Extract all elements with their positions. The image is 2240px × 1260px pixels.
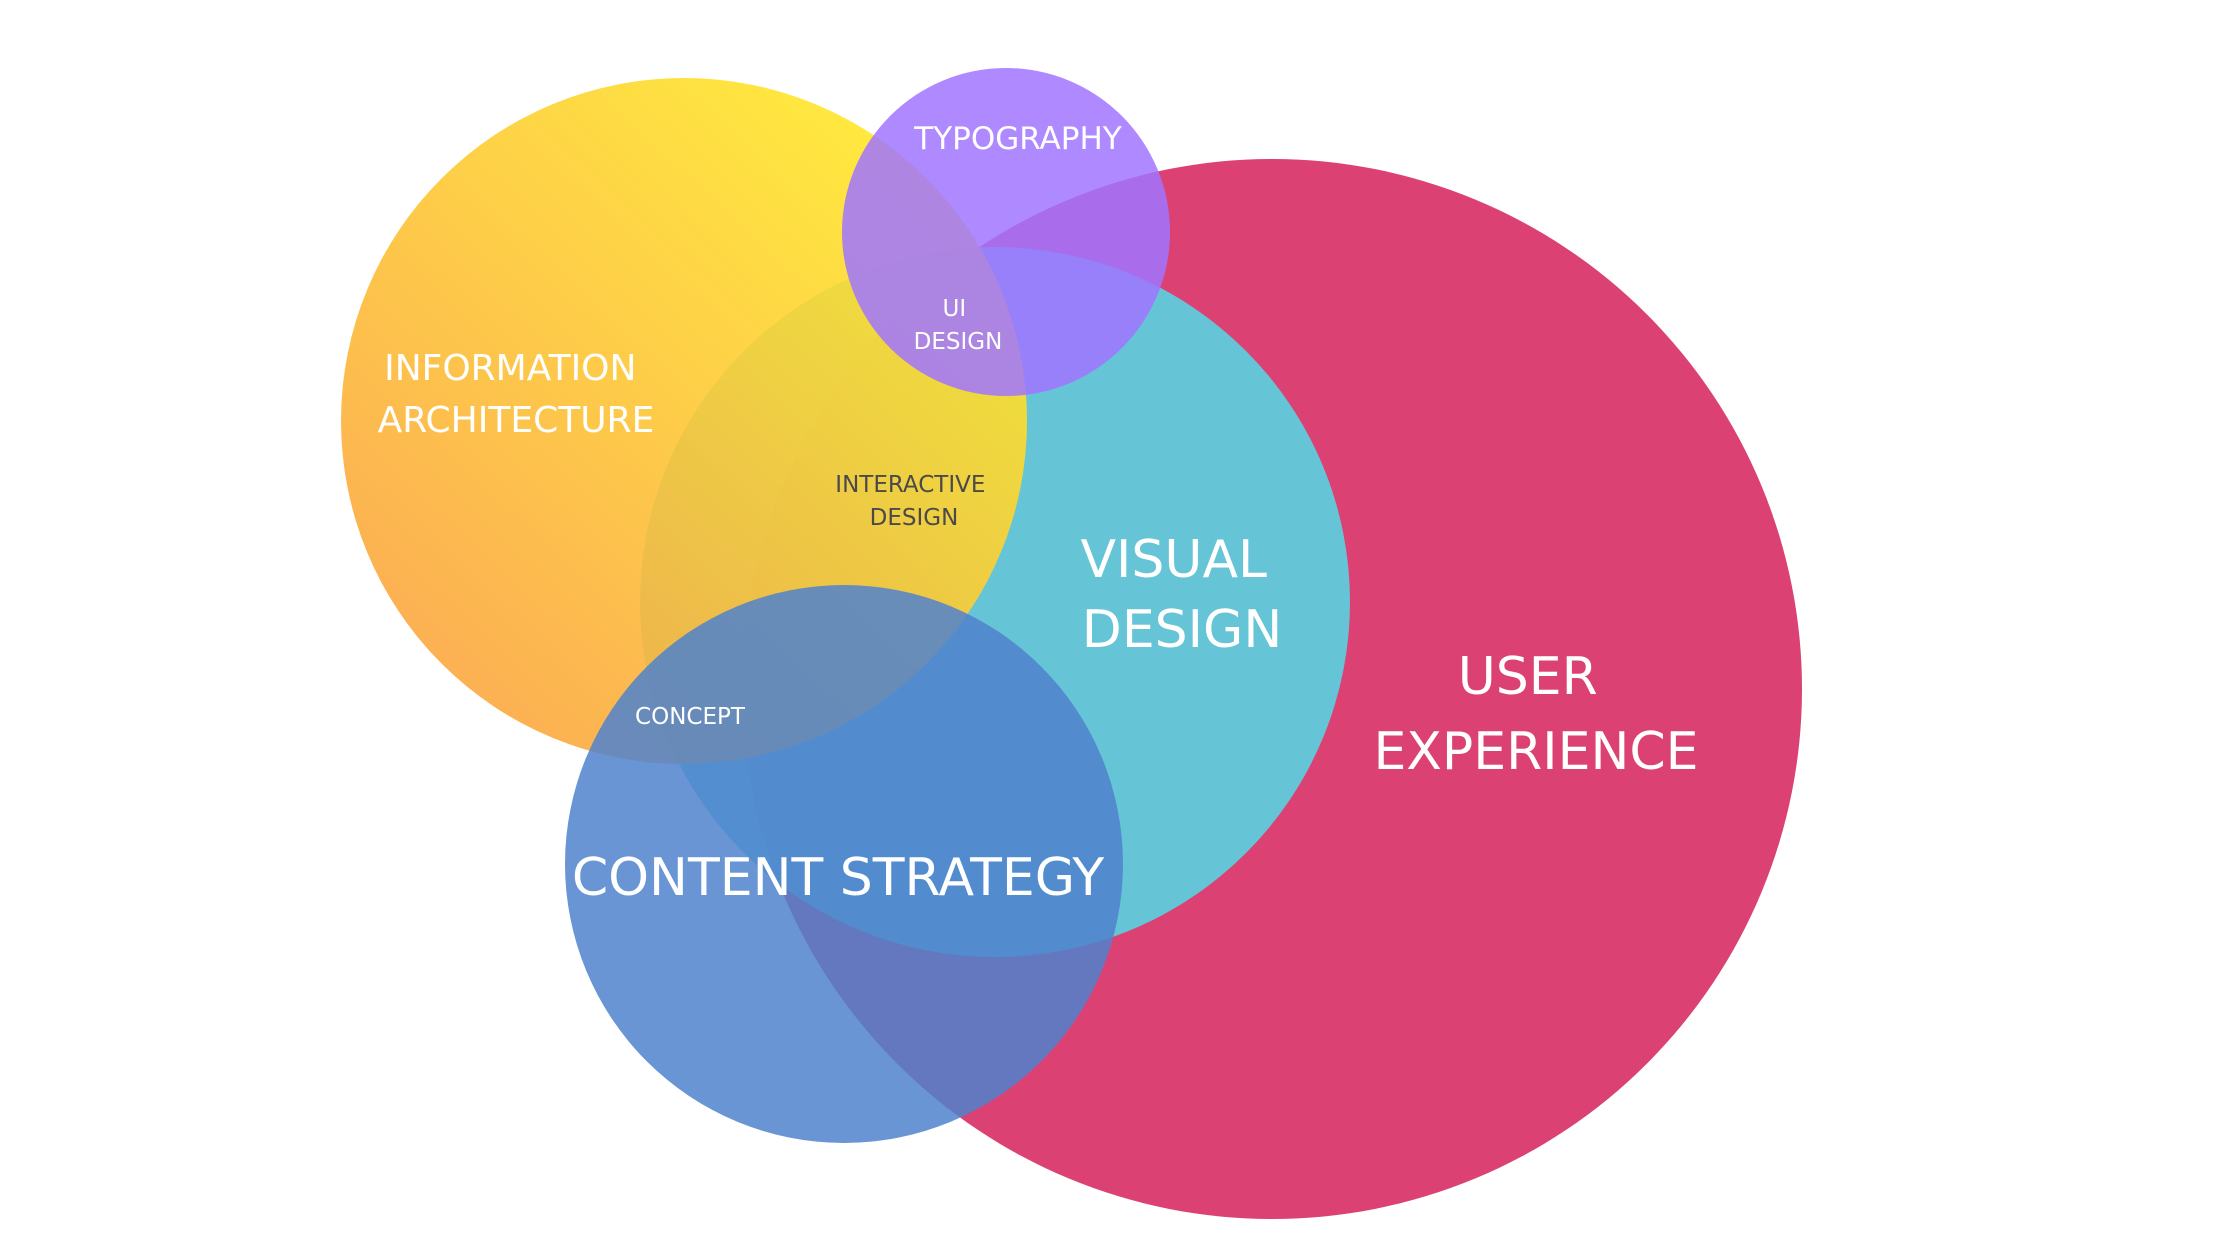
information-architecture-label-line2: ARCHITECTURE [378, 400, 655, 441]
interactive-design-label-line1: INTERACTIVE [835, 472, 985, 498]
user-experience-label: USER EXPERIENCE [1373, 647, 1698, 782]
ui-design-label-line2: DESIGN [914, 329, 1003, 355]
user-experience-label-line2: EXPERIENCE [1373, 722, 1698, 782]
ui-design-label-line1: UI [943, 296, 967, 322]
interactive-design-label-line2: DESIGN [870, 505, 959, 531]
concept-label: CONCEPT [635, 704, 746, 730]
user-experience-label-line1: USER [1458, 647, 1598, 707]
typography-circle [842, 68, 1170, 396]
visual-design-label: VISUAL DESIGN [1080, 530, 1283, 660]
interactive-design-label: INTERACTIVE DESIGN [835, 472, 992, 531]
content-strategy-label: CONTENT STRATEGY [572, 848, 1105, 908]
information-architecture-label: INFORMATION ARCHITECTURE [378, 348, 655, 441]
information-architecture-label-line1: INFORMATION [384, 348, 636, 389]
typography-label-line1: TYPOGRAPHY [913, 121, 1121, 157]
content-strategy-label-line1: CONTENT STRATEGY [572, 848, 1105, 908]
content-strategy-circle [565, 585, 1123, 1143]
typography-label: TYPOGRAPHY [913, 121, 1121, 157]
visual-design-label-line1: VISUAL [1080, 530, 1267, 590]
concept-label-line1: CONCEPT [635, 704, 746, 730]
ui-design-label: UI DESIGN [914, 296, 1003, 355]
visual-design-label-line2: DESIGN [1082, 600, 1282, 660]
